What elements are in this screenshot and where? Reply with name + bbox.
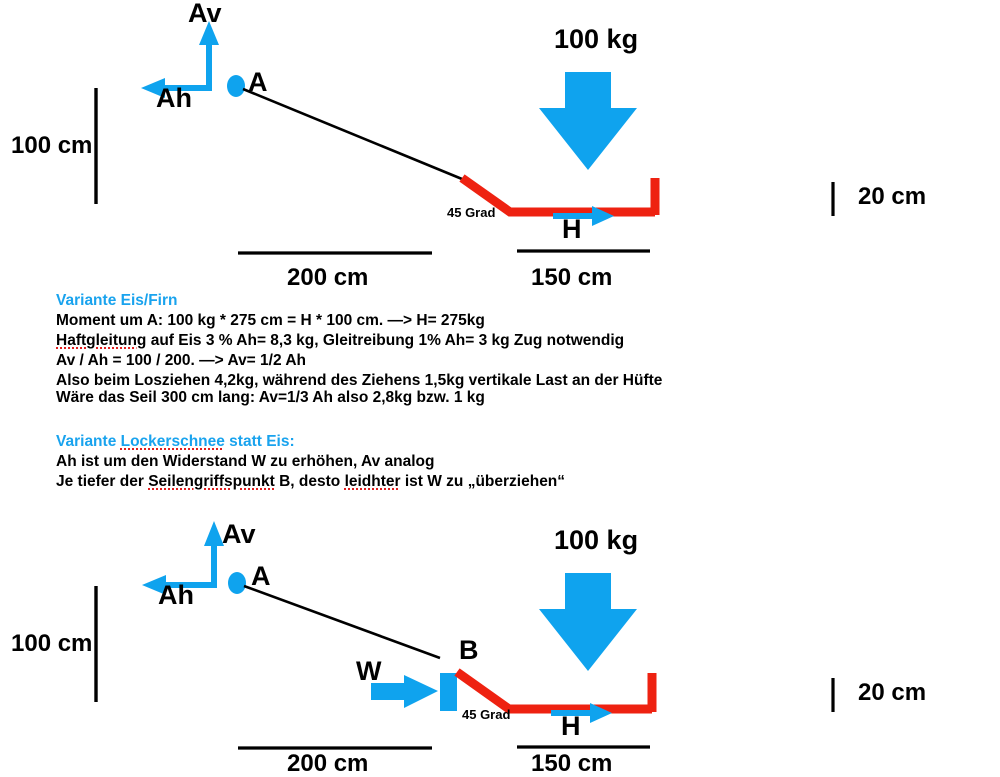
top-height-dimension-label: 100 cm [11, 132, 93, 159]
notes-line-moment: Moment um A: 100 kg * 275 cm = H * 100 c… [56, 312, 485, 329]
top-angle-label: 45 Grad [447, 205, 496, 220]
top-h-label: H [562, 214, 582, 244]
bottom-av-label: Av [222, 519, 256, 549]
top-rope-line [242, 87, 463, 181]
top-sled-shape [459, 174, 660, 217]
top-h-arrow [553, 206, 614, 226]
top-ah-arrow [141, 78, 212, 98]
top-av-label: Av [188, 0, 222, 28]
notes-heading-ice: Variante Eis/Firn [56, 292, 178, 309]
top-depth-dimension-label: 20 cm [858, 183, 927, 210]
notes-line-rope300: Wäre das Seil 300 cm lang: Av=1/3 Ah als… [56, 389, 485, 406]
bottom-w-label: W [356, 656, 382, 686]
bottom-rope-line [243, 584, 441, 660]
bottom-ah-arrow [142, 575, 216, 595]
top-load-arrow [539, 72, 637, 170]
bottom-sled-shape [454, 668, 657, 714]
bottom-depth-dimension-label: 20 cm [858, 679, 927, 706]
top-load-label: 100 kg [554, 24, 639, 54]
bottom-sled-dimension-label: 150 cm [531, 750, 613, 777]
top-sled-dimension-label: 150 cm [531, 264, 613, 291]
bottom-point-a-label: A [251, 561, 271, 591]
bottom-angle-label: 45 Grad [462, 707, 511, 722]
top-point-a-marker [227, 75, 245, 97]
notes-line-griffpunkt: Je tiefer der Seilengriffspunkt B, desto… [56, 473, 566, 490]
top-av-arrow [199, 21, 219, 90]
notes-block-snow: Variante Lockerschnee statt Eis: Ah ist … [56, 432, 565, 492]
bottom-load-arrow [539, 573, 637, 671]
bottom-load-label: 100 kg [554, 525, 639, 555]
bottom-h-arrow [551, 703, 612, 723]
bottom-rope-dimension-label: 200 cm [287, 750, 369, 777]
notes-block-rope300: Wäre das Seil 300 cm lang: Av=1/3 Ah als… [56, 388, 485, 408]
top-ah-label: Ah [156, 83, 192, 113]
notes-line-ratio: Av / Ah = 100 / 200. —> Av= 1/2 Ah [56, 352, 306, 369]
bottom-point-b-label: B [459, 635, 479, 665]
bottom-snow-block [440, 673, 457, 711]
notes-line-result: Also beim Losziehen 4,2kg, während des Z… [56, 372, 663, 389]
bottom-h-label: H [561, 711, 581, 741]
notes-block-ice: Variante Eis/Firn Moment um A: 100 kg * … [56, 291, 662, 391]
notes-heading-snow: Variante Lockerschnee statt Eis: [56, 433, 295, 450]
bottom-point-a-marker [228, 572, 246, 594]
top-rope-dimension-label: 200 cm [287, 264, 369, 291]
bottom-height-dimension-label: 100 cm [11, 630, 93, 657]
notes-line-friction: Haftgleitung auf Eis 3 % Ah= 8,3 kg, Gle… [56, 332, 625, 349]
bottom-av-arrow [204, 521, 224, 588]
top-point-a-label: A [248, 67, 268, 97]
bottom-w-arrow [371, 675, 438, 708]
bottom-ah-label: Ah [158, 580, 194, 610]
notes-line-resistance: Ah ist um den Widerstand W zu erhöhen, A… [56, 453, 435, 470]
